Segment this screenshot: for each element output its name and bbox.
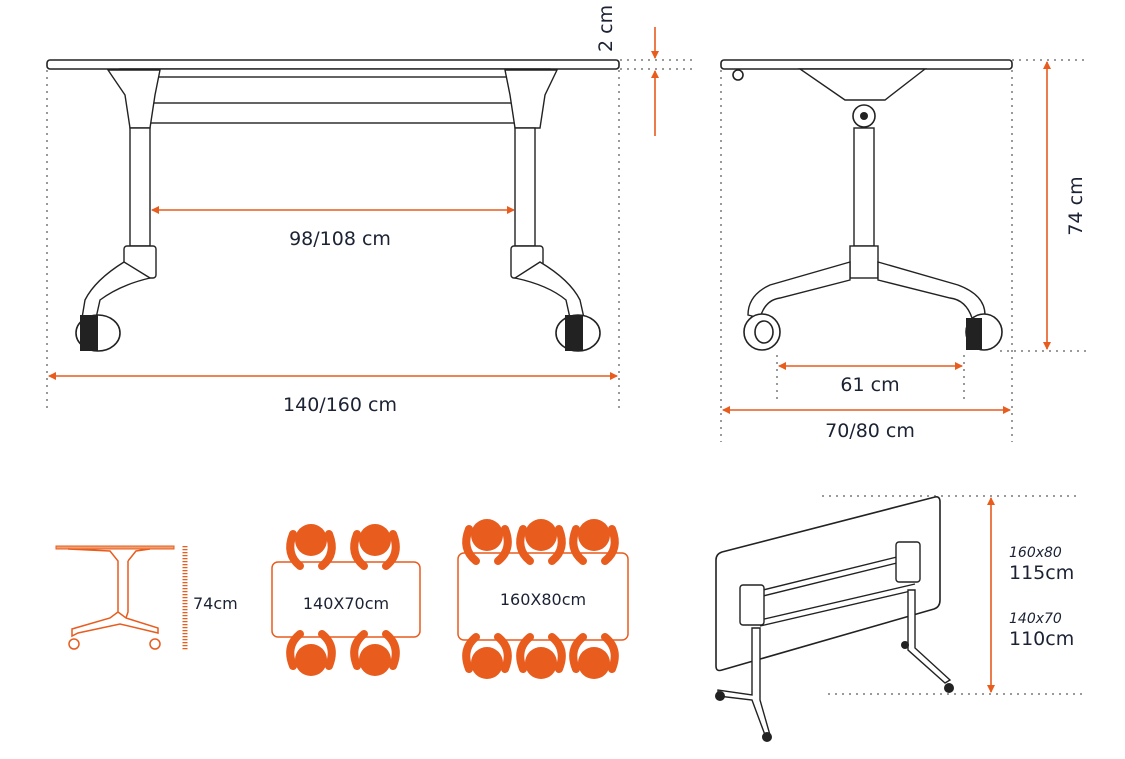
width-label: 140/160 cm <box>283 394 397 416</box>
frame-rail <box>119 68 551 78</box>
folded-size-label: 140x70 <box>1009 611 1062 627</box>
crossbar <box>144 102 521 124</box>
tabletop <box>46 59 620 70</box>
right-leg <box>504 69 601 352</box>
column <box>853 127 875 247</box>
seating-plan-160x80: 160X80cm <box>457 519 629 679</box>
person-icon <box>516 519 566 565</box>
mini-height-label: 74cm <box>193 594 238 613</box>
top-bracket <box>797 68 928 101</box>
table-outline <box>271 561 421 638</box>
folded-view: 160x80 115cm 140x70 110cm <box>715 495 1082 742</box>
person-icon <box>516 633 566 679</box>
side-view: 74 cm 61 cm 70/80 cm <box>720 59 1088 442</box>
base-arm-right <box>877 261 986 319</box>
person-icon <box>286 524 336 570</box>
left-leg <box>75 69 161 352</box>
depth-label: 70/80 cm <box>825 420 915 442</box>
base-arm-left <box>747 261 851 319</box>
folded-tabletop <box>715 496 941 672</box>
folded-height-label: 110cm <box>1009 628 1074 650</box>
person-icon <box>286 630 336 676</box>
column-base <box>849 245 879 279</box>
folded-size-label: 160x80 <box>1009 545 1062 561</box>
mini-side-icon: 74cm <box>55 545 238 651</box>
person-icon <box>462 633 512 679</box>
person-icon <box>569 633 619 679</box>
caster-span-label: 61 cm <box>840 374 899 396</box>
thickness-label: 2 cm <box>595 5 617 52</box>
seating-label: 140X70cm <box>303 594 389 613</box>
height-label: 74 cm <box>1065 176 1087 235</box>
tabletop <box>720 59 1013 70</box>
seating-plan-140x70: 140X70cm <box>271 524 421 676</box>
person-icon <box>350 524 400 570</box>
person-icon <box>569 519 619 565</box>
seating-label: 160X80cm <box>500 590 586 609</box>
front-view: 2 cm 98/108 cm 140/160 cm <box>46 5 695 416</box>
table-outline <box>457 552 629 641</box>
person-icon <box>350 630 400 676</box>
folded-height-label: 115cm <box>1009 562 1074 584</box>
person-icon <box>462 519 512 565</box>
leg-spacing-label: 98/108 cm <box>289 228 391 250</box>
